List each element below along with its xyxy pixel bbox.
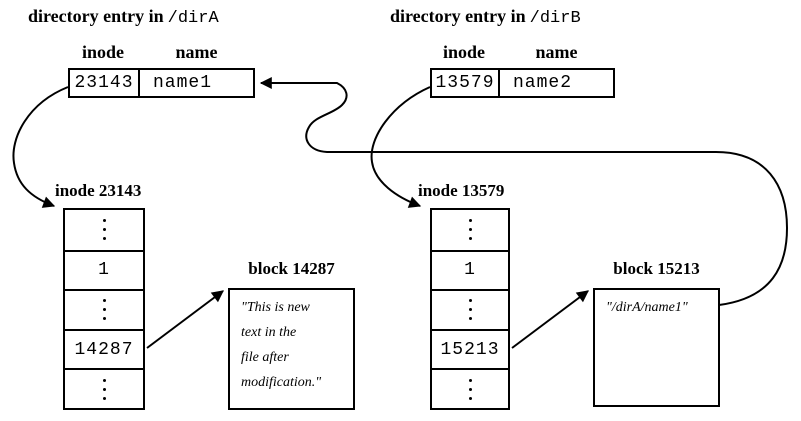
- block-14287-text-line: modification.": [241, 375, 322, 390]
- inode-13579-block-pointer-cell: 15213: [440, 339, 500, 360]
- dirb-directory-entry-row: 13579 name2: [430, 68, 615, 98]
- dirb-name-column-header: name: [535, 42, 578, 62]
- block-14287-text-line: file after: [241, 350, 289, 365]
- dirb-entry-title-prefix: directory entry in: [390, 6, 526, 26]
- table-row: [432, 289, 508, 329]
- table-row: [65, 289, 143, 329]
- block-14287-title: block 14287: [248, 259, 335, 278]
- dira-path: /dirA: [167, 9, 219, 28]
- table-row: [432, 210, 508, 250]
- inode-23143-table: 1 14287: [63, 208, 145, 410]
- vertical-ellipsis-icon: [102, 299, 106, 321]
- dirb-inode-column-header: inode: [442, 42, 485, 62]
- dirb-name-cell: name2: [513, 73, 573, 93]
- vertical-ellipsis-icon: [468, 378, 472, 400]
- dira-inode-cell: 23143: [70, 70, 140, 96]
- inode-13579-table: 1 15213: [430, 208, 510, 410]
- table-row: 1: [432, 249, 508, 290]
- dira-entry-title: directory entry in/dirA: [28, 6, 219, 29]
- inode-23143-label: inode 23143: [55, 181, 142, 200]
- dira-name-cell: name1: [153, 73, 213, 93]
- vertical-ellipsis-icon: [102, 378, 106, 400]
- inode-13579-refcount-cell: 1: [464, 260, 476, 281]
- dirb-path: /dirB: [529, 9, 581, 28]
- table-row: [65, 210, 143, 250]
- dira-entry-title-prefix: directory entry in: [28, 6, 164, 26]
- vertical-ellipsis-icon: [468, 219, 472, 241]
- dirb-entry-title: directory entry in/dirB: [390, 6, 581, 29]
- table-row: 14287: [65, 328, 143, 369]
- table-row: [65, 368, 143, 408]
- dira-inode-column-header: inode: [81, 42, 124, 62]
- inode-23143-refcount-cell: 1: [98, 260, 110, 281]
- arrow-inode-23143-to-block-14287-icon: [146, 290, 224, 349]
- table-row: 15213: [432, 328, 508, 369]
- block-15213-text-line: "/dirA/name1": [606, 300, 688, 315]
- dira-directory-entry-row: 23143 name1: [68, 68, 255, 98]
- block-14287-box: "This is new text in the file after modi…: [228, 288, 355, 410]
- vertical-ellipsis-icon: [468, 299, 472, 321]
- arrow-inode-13579-to-block-15213-icon: [511, 290, 589, 349]
- table-row: 1: [65, 249, 143, 290]
- inode-23143-block-pointer-cell: 14287: [74, 339, 134, 360]
- table-row: [432, 368, 508, 408]
- inode-13579-label: inode 13579: [418, 181, 505, 200]
- vertical-ellipsis-icon: [102, 219, 106, 241]
- block-15213-box: "/dirA/name1": [593, 288, 720, 407]
- dira-name-column-header: name: [175, 42, 218, 62]
- block-15213-title: block 15213: [613, 259, 700, 278]
- dirb-inode-cell: 13579: [432, 70, 500, 96]
- block-14287-text-line: "This is new: [241, 300, 310, 315]
- block-14287-text-line: text in the: [241, 325, 297, 340]
